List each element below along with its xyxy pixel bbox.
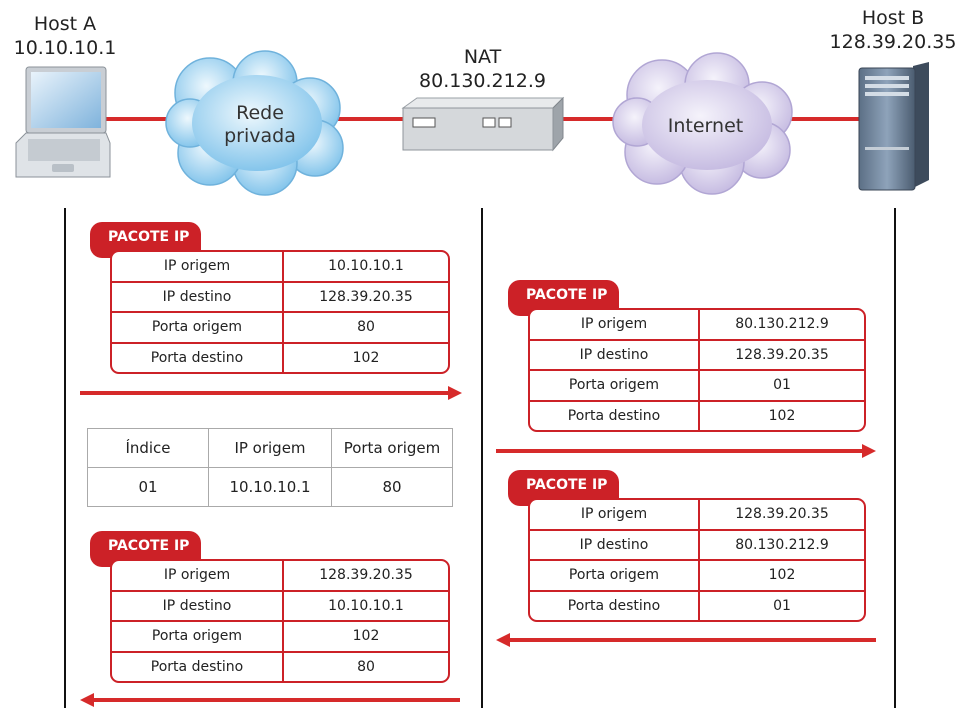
field-label: Porta origem [112, 313, 284, 344]
field-label: IP origem [112, 561, 284, 592]
server-icon [858, 62, 929, 191]
nat-translation-table: Índice IP origem Porta origem 01 10.10.1… [87, 428, 453, 507]
private-cloud-label: Rede privada [205, 102, 315, 148]
column-header: IP origem [208, 428, 332, 468]
nat-router-icon [401, 96, 565, 152]
field-value: 102 [284, 622, 448, 653]
field-label: IP destino [112, 591, 284, 622]
field-label: Porta origem [112, 622, 284, 653]
field-value: 128.39.20.35 [700, 341, 864, 371]
table-row: Porta destino 102 [530, 401, 864, 430]
host-b-ip: 128.39.20.35 [829, 31, 957, 53]
field-label: Porta destino [112, 652, 284, 681]
nat-ip: 80.130.212.9 [419, 70, 546, 92]
field-label: Porta destino [530, 401, 700, 430]
arrow-packet-4 [80, 693, 460, 707]
table-cell: 01 [87, 467, 209, 507]
field-value: 128.39.20.35 [700, 500, 864, 531]
timeline-nat [481, 208, 483, 708]
field-label: Porta destino [530, 591, 700, 620]
field-value: 102 [352, 349, 380, 366]
host-a-ip: 10.10.10.1 [13, 37, 117, 59]
field-label: IP origem [530, 310, 700, 341]
field-label: IP origem [530, 500, 700, 531]
field-value: 10.10.10.1 [284, 252, 448, 283]
field-value: 80 [284, 313, 448, 344]
table-cell: 80 [331, 467, 453, 507]
host-a-label: Host A 10.10.10.1 [0, 12, 130, 60]
field-label: Porta destino [112, 343, 284, 372]
field-label: IP destino [530, 530, 700, 561]
arrow-packet-1 [80, 386, 462, 400]
column-header: Porta origem [331, 428, 453, 468]
internet-cloud-label: Internet [667, 115, 744, 137]
nat-name: NAT [463, 46, 502, 68]
table-row: Porta destino 01 [530, 591, 864, 620]
field-value: 102 [700, 561, 864, 592]
field-value: 80 [357, 658, 375, 675]
field-label: Porta origem [530, 561, 700, 592]
laptop-icon [15, 66, 111, 178]
host-b-label: Host B 128.39.20.35 [818, 6, 968, 54]
field-label: IP destino [112, 282, 284, 313]
field-value: 128.39.20.35 [284, 561, 448, 592]
timeline-host-a [64, 208, 66, 708]
table-row: Porta destino 80 [112, 652, 448, 681]
nat-label: NAT 80.130.212.9 [390, 45, 575, 93]
field-value: 01 [700, 371, 864, 402]
table-row: Porta destino 102 [112, 343, 448, 372]
host-b-name: Host B [861, 7, 925, 29]
arrow-packet-2 [496, 444, 876, 458]
wire-cloud-nat [335, 117, 405, 121]
field-value: 102 [768, 407, 796, 424]
field-value: 80.130.212.9 [700, 531, 864, 561]
timeline-host-b [894, 208, 896, 708]
internet-cloud [612, 52, 793, 195]
field-value: 10.10.10.1 [284, 592, 448, 622]
wire-nat-internet [555, 117, 625, 121]
table-cell: 10.10.10.1 [208, 467, 332, 507]
table-row: Índice IP origem Porta origem [87, 428, 453, 468]
column-header: Índice [87, 428, 209, 468]
field-value: 01 [773, 597, 791, 614]
table-row: 01 10.10.10.1 80 [87, 467, 453, 507]
arrow-packet-3 [496, 633, 876, 647]
field-label: Porta origem [530, 371, 700, 402]
wire-internet-hostb [785, 117, 865, 121]
private-cloud-line2: privada [224, 125, 296, 147]
field-label: IP destino [530, 340, 700, 371]
private-cloud-line1: Rede [236, 102, 284, 124]
private-network-cloud [165, 50, 344, 196]
wire-hosta-cloud [100, 117, 180, 121]
host-a-name: Host A [33, 13, 97, 35]
field-value: 80.130.212.9 [700, 310, 864, 341]
field-label: IP origem [112, 252, 284, 283]
field-value: 128.39.20.35 [284, 283, 448, 313]
